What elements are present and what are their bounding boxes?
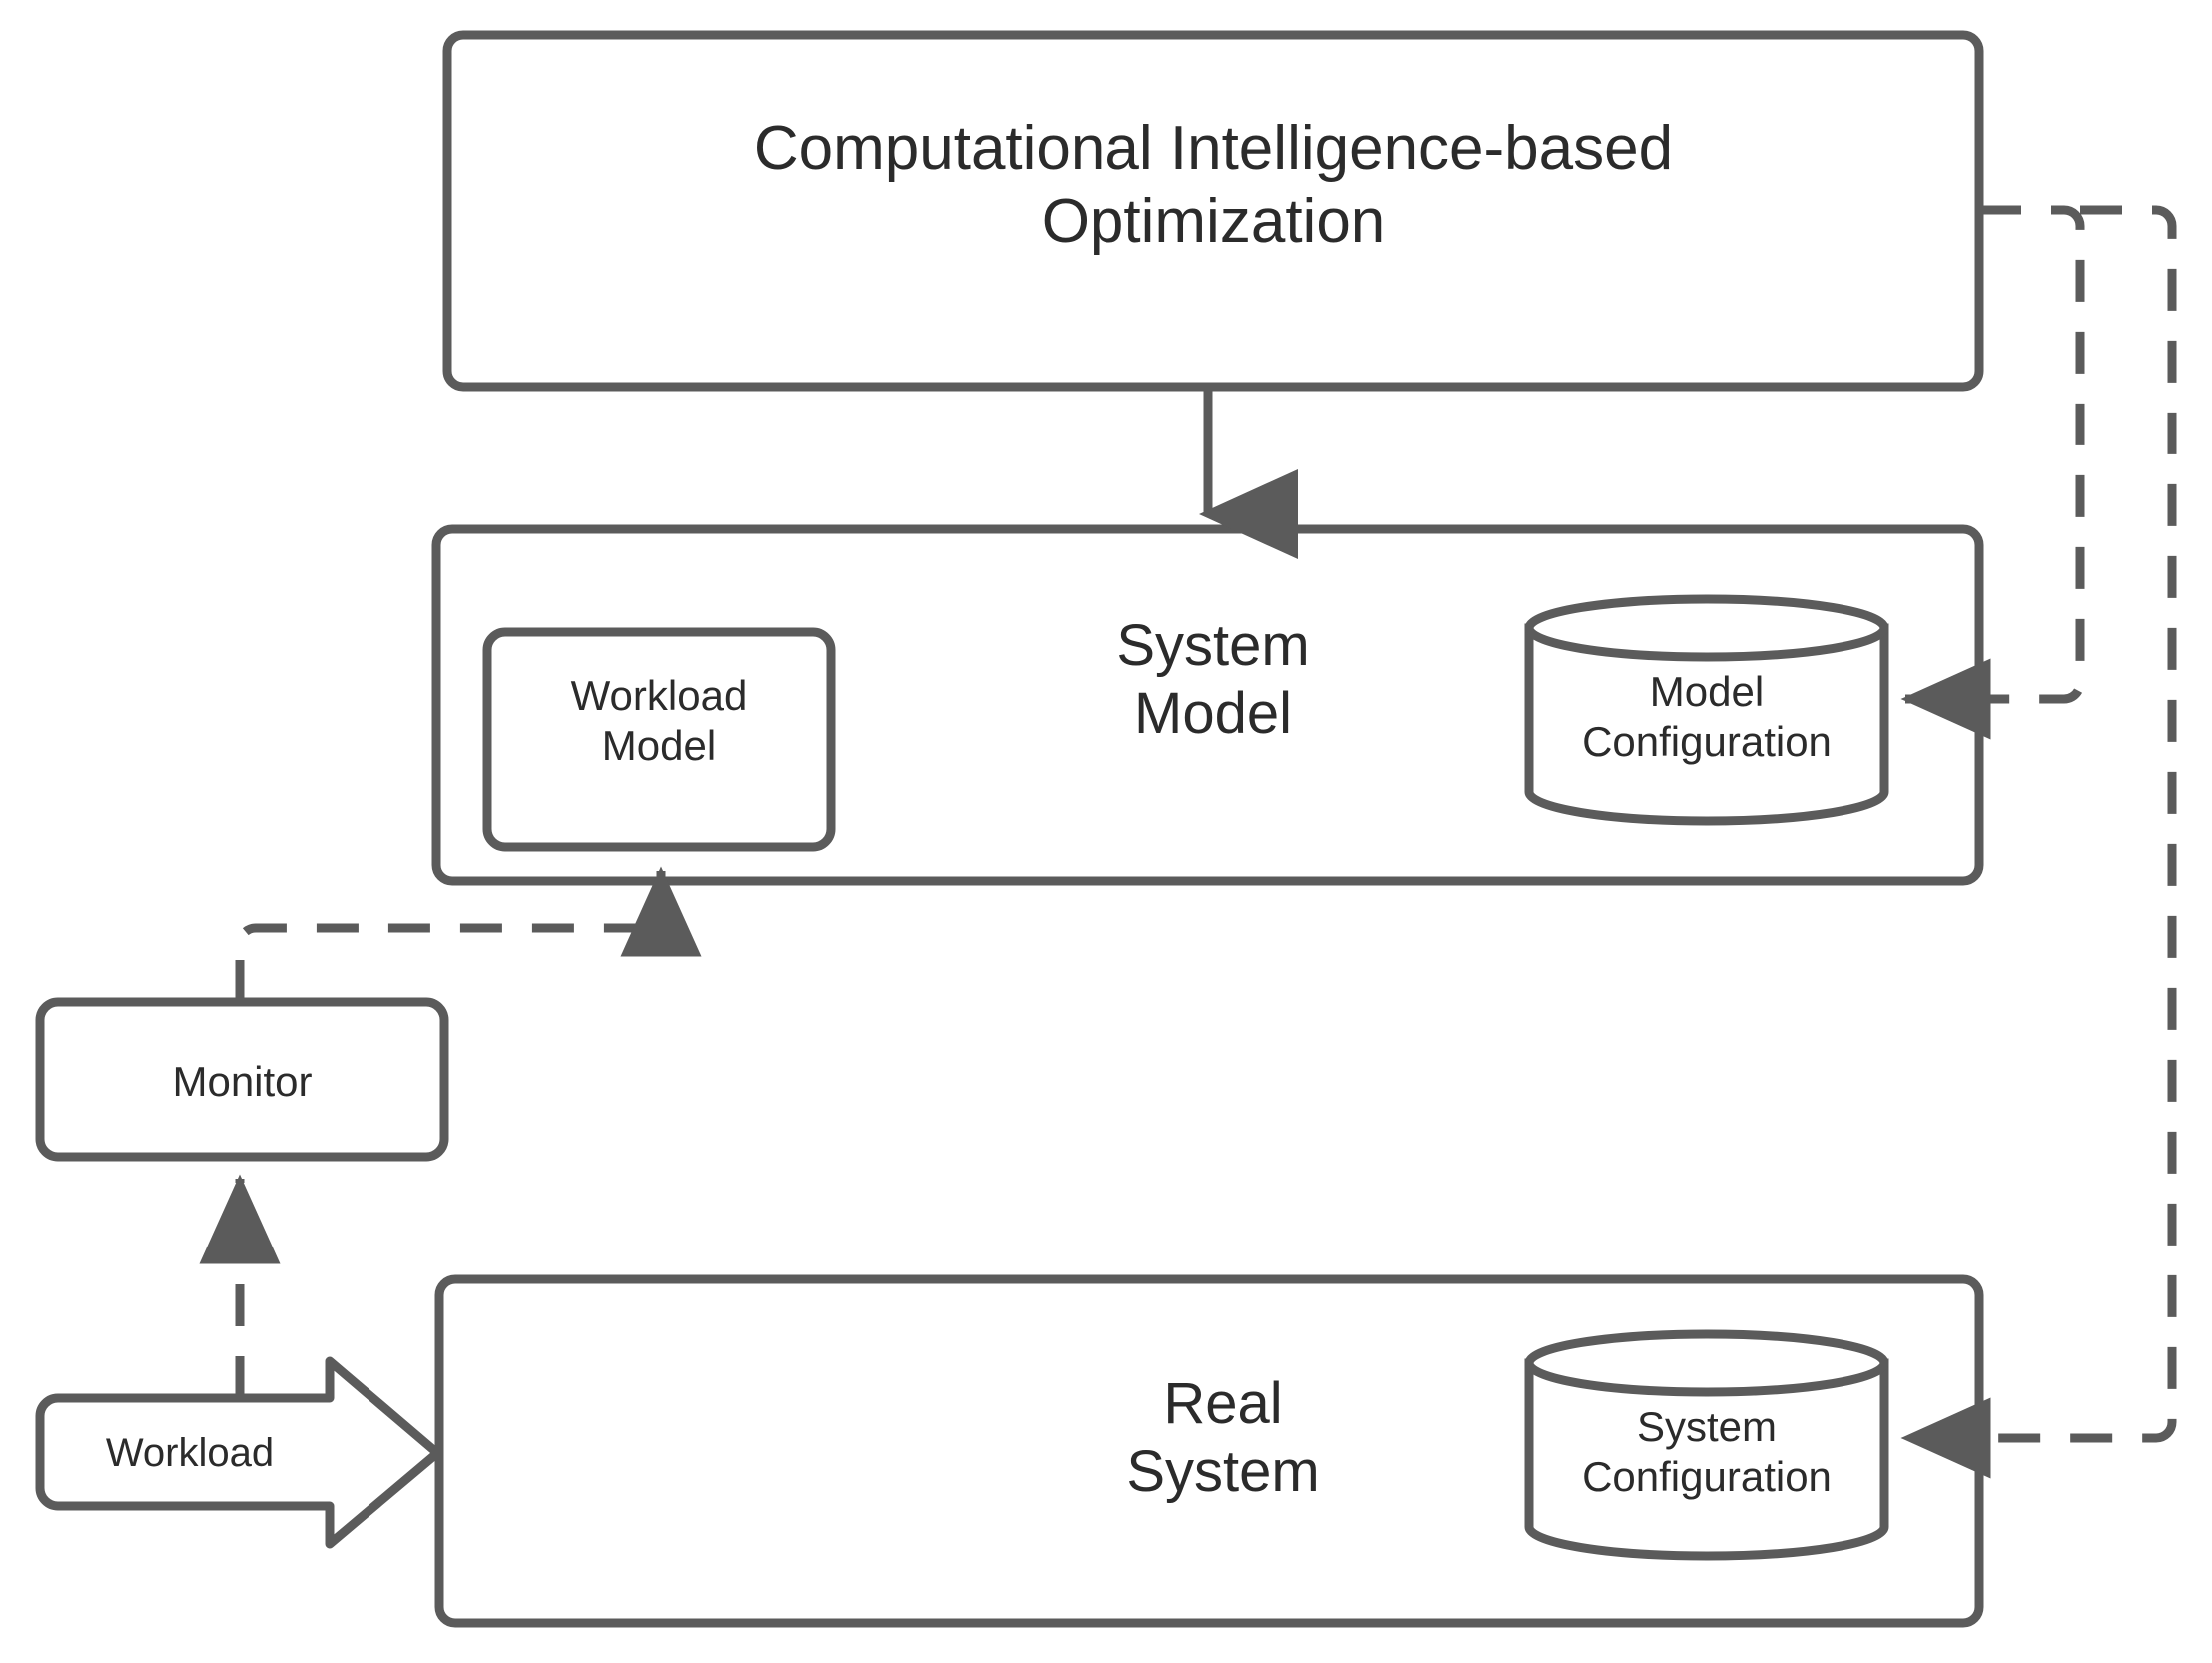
edge-optimization-to-system-configuration <box>1900 205 2177 1479</box>
node-monitor-shape[interactable] <box>35 997 449 1162</box>
node-model-configuration-shape[interactable] <box>1524 594 1889 826</box>
node-workload-model-shape[interactable] <box>482 627 836 852</box>
node-optimization-shape[interactable] <box>442 30 1984 392</box>
edge-optimization-to-model-configuration <box>1900 205 2085 740</box>
edge-monitor-to-workload-model <box>235 866 702 1002</box>
node-workload-shape[interactable] <box>35 1356 442 1549</box>
node-system-configuration-shape[interactable] <box>1524 1329 1889 1561</box>
